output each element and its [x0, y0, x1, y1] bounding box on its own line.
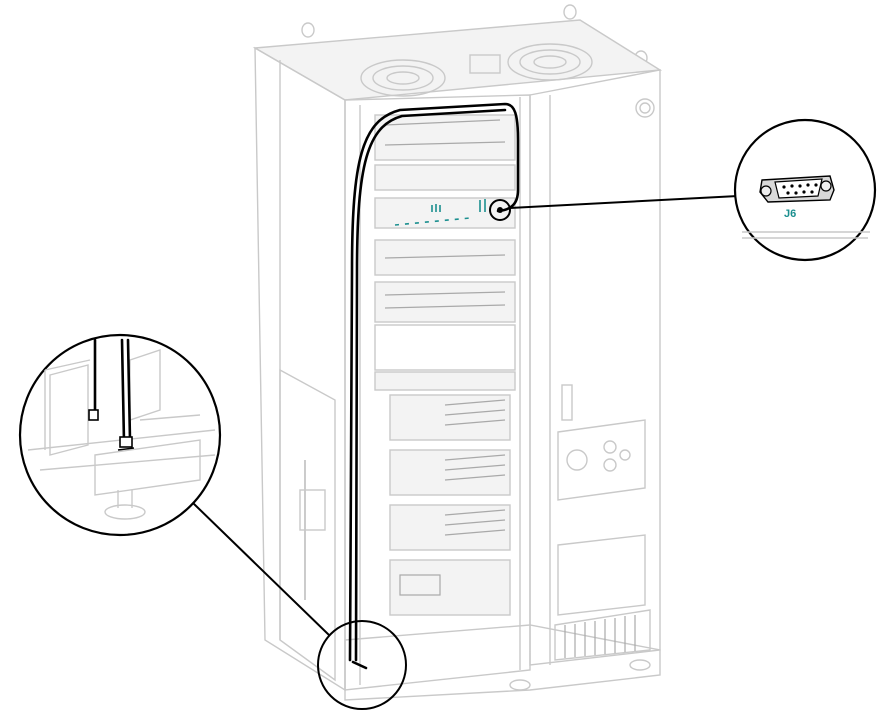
power-module: [389, 449, 511, 496]
cable-entry-detail-callout: [18, 333, 222, 537]
detail-leader-line: [192, 502, 331, 637]
cable-clamp-icon: [88, 409, 135, 451]
vent-grille: [554, 609, 651, 661]
door-box: [557, 534, 646, 616]
cabinet-roof: [252, 19, 663, 101]
fan-icon: [360, 59, 446, 97]
power-module: [389, 394, 511, 441]
callout-leader-line: [509, 195, 739, 209]
rack-frame: [344, 94, 531, 691]
rack-module: [374, 324, 516, 371]
rack-module: [374, 281, 516, 323]
cabinet: [252, 4, 663, 701]
rack-module: [374, 114, 516, 161]
indicator-icon: [431, 199, 486, 212]
cabinet-door: [529, 69, 661, 666]
cable-route: [348, 102, 520, 670]
db9-connector-icon: [759, 175, 835, 203]
disconnect-switch-icon: [566, 449, 588, 471]
rack-module: [374, 239, 516, 276]
door-handle: [561, 384, 573, 421]
connector-callout: J6: [733, 118, 877, 262]
power-module: [389, 559, 511, 616]
power-module: [389, 504, 511, 551]
fan-icon: [507, 43, 593, 81]
brand-logo-icon: [635, 98, 655, 118]
connector-target-ring: [489, 199, 511, 221]
connector-label: J6: [784, 208, 796, 220]
rack-module: [374, 371, 516, 391]
foot-icon: [509, 659, 651, 691]
detail-cable: [93, 338, 132, 444]
rack-module: [374, 164, 516, 191]
control-panel: [557, 419, 646, 501]
connector-point: [497, 207, 503, 213]
left-side-panel: [254, 46, 346, 692]
cabinet-plinth: [344, 624, 661, 701]
roof-terminal: [469, 54, 501, 74]
cable-entry-callout: [317, 620, 407, 710]
